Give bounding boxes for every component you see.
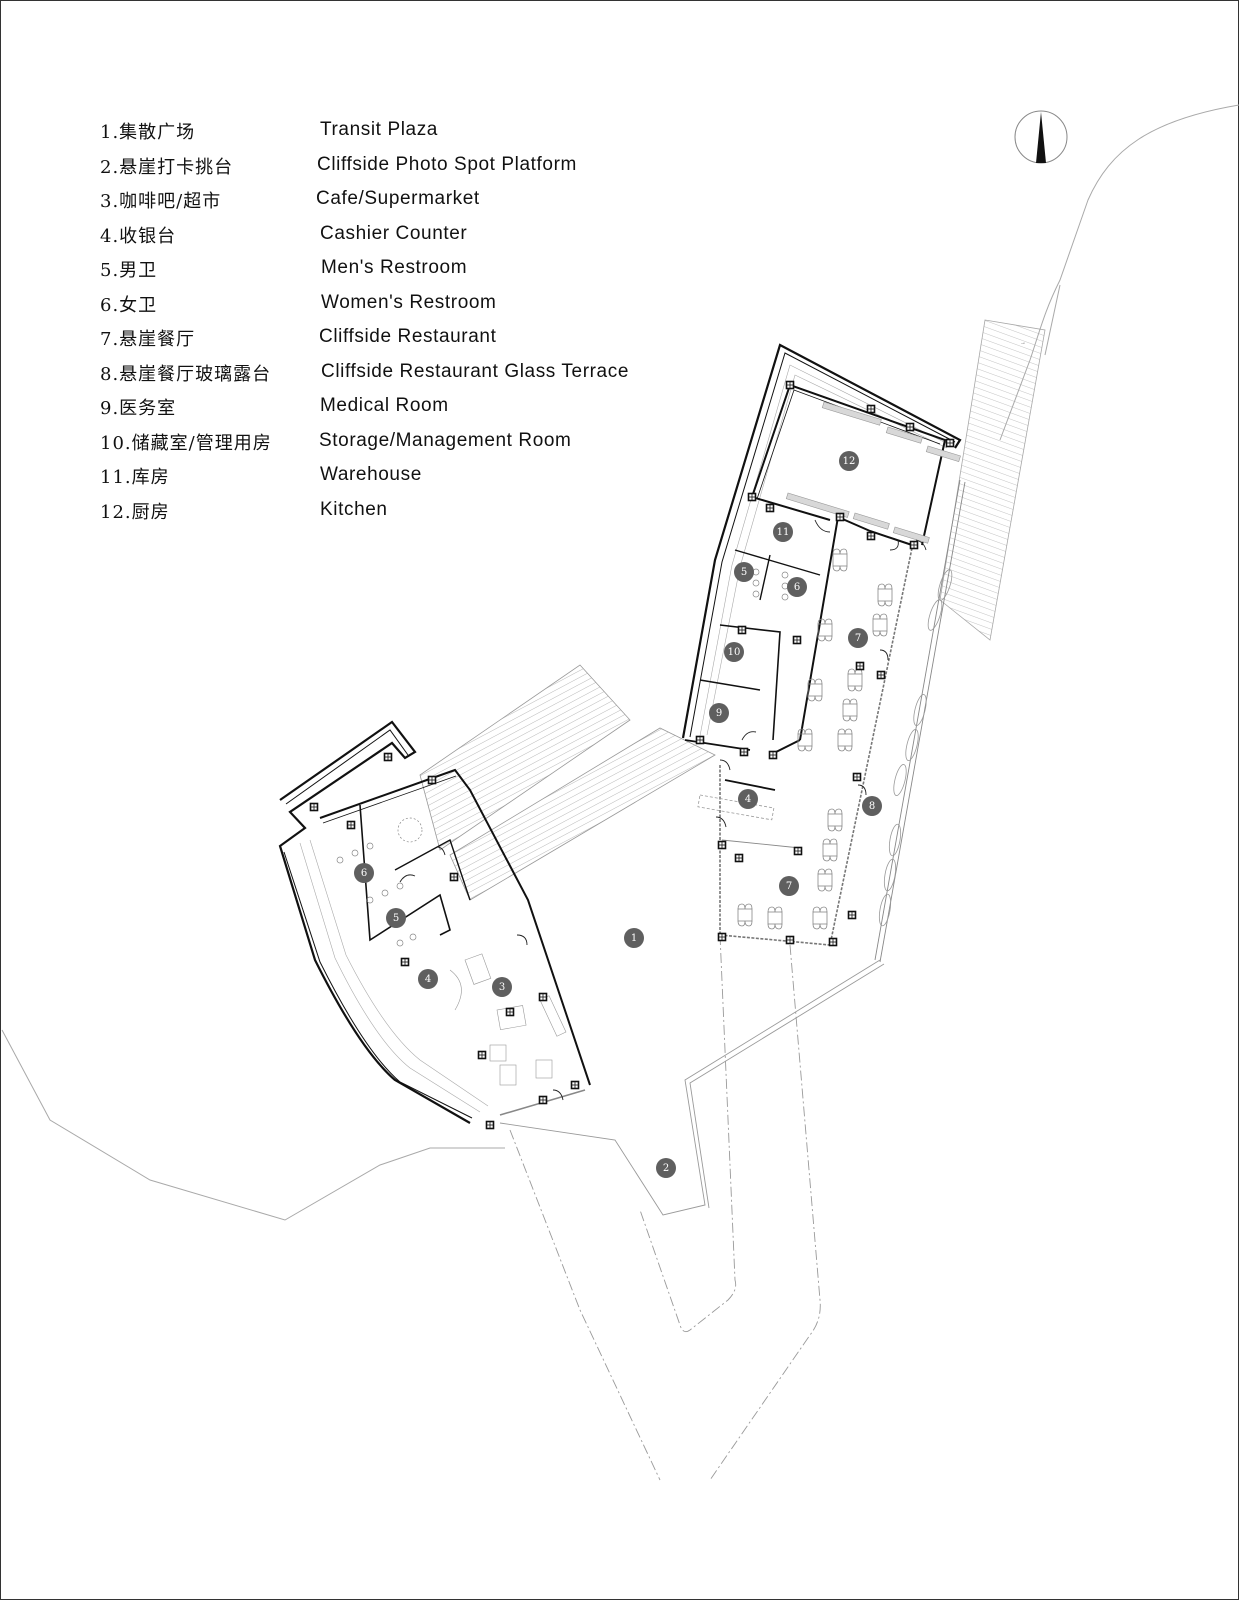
- north-arrow-icon: [1014, 110, 1068, 164]
- svg-text:2: 2: [663, 1163, 669, 1174]
- room-marker: 6: [787, 577, 807, 597]
- svg-text:11: 11: [777, 527, 790, 538]
- room-marker: 8: [862, 796, 882, 816]
- right-building-walls: [681, 343, 962, 791]
- terrace-outline: [721, 479, 966, 963]
- svg-text:12: 12: [843, 456, 856, 467]
- room-marker: 5: [386, 908, 406, 928]
- room-marker: 11: [773, 522, 793, 542]
- svg-text:4: 4: [425, 974, 431, 985]
- legend-label-en: Cliffside Photo Spot Platform: [317, 153, 577, 175]
- legend-label-cn: 7.悬崖餐厅: [100, 329, 196, 350]
- legend-label-cn: 9.医务室: [100, 398, 177, 419]
- svg-text:5: 5: [393, 913, 399, 924]
- doors: [399, 519, 927, 1101]
- legend-label-cn: 4.收银台: [100, 225, 177, 247]
- legend-label-en: Cafe/Supermarket: [316, 188, 480, 209]
- cafe-shelves: [449, 953, 567, 1086]
- svg-text:10: 10: [728, 647, 741, 658]
- legend-label-en: Cliffside Restaurant: [319, 326, 497, 347]
- legend-label-en: Storage/Management Room: [319, 429, 572, 451]
- restaurant-tables: [737, 548, 893, 930]
- legend-label-en: Cliffside Restaurant Glass Terrace: [321, 360, 629, 382]
- kitchen-counters: [785, 401, 961, 544]
- legend-label-en: Cashier Counter: [320, 222, 468, 244]
- legend-label-cn: 5.男卫: [100, 260, 158, 281]
- room-marker: 5: [734, 562, 754, 582]
- svg-text:6: 6: [794, 582, 800, 593]
- room-marker: 10: [724, 642, 744, 662]
- site-outline: [1, 104, 1239, 1221]
- legend-label-cn: 6.女卫: [100, 294, 158, 316]
- svg-text:5: 5: [741, 567, 747, 578]
- legend-label-en: Medical Room: [320, 395, 449, 416]
- terrace-benches: [697, 569, 953, 927]
- left-building-walls: [278, 720, 591, 1124]
- room-marker: 7: [848, 628, 868, 648]
- legend-label-en: Warehouse: [320, 464, 422, 485]
- svg-text:9: 9: [716, 708, 722, 719]
- legend-label-en: Women's Restroom: [321, 291, 497, 313]
- stairs: →: [419, 319, 1046, 901]
- svg-text:7: 7: [855, 633, 861, 644]
- svg-text:8: 8: [869, 801, 875, 812]
- svg-text:1: 1: [631, 933, 637, 944]
- legend-label-cn: 8.悬崖餐厅玻璃露台: [100, 363, 272, 385]
- svg-text:→: →: [1020, 340, 1026, 346]
- platform-edge: [499, 959, 885, 1216]
- room-marker: 4: [738, 789, 758, 809]
- svg-text:7: 7: [786, 881, 792, 892]
- legend-label-cn: 1.集散广场: [100, 122, 196, 143]
- legend-label-cn: 12.厨房: [100, 501, 170, 523]
- restaurant-glazing: [719, 547, 913, 946]
- photo-platform-outline: [509, 934, 821, 1481]
- room-marker: 2: [656, 1158, 676, 1178]
- legend-label-cn: 11.库房: [100, 467, 170, 488]
- room-marker: 4: [418, 969, 438, 989]
- svg-text:3: 3: [499, 982, 505, 993]
- room-marker: 9: [709, 703, 729, 723]
- room-marker: 6: [354, 863, 374, 883]
- svg-text:6: 6: [361, 868, 367, 879]
- restroom-fixtures: [336, 568, 789, 947]
- legend-label-cn: 10.储藏室/管理用房: [100, 432, 272, 454]
- legend-label-en: Men's Restroom: [321, 257, 468, 278]
- room-marker: 7: [779, 876, 799, 896]
- svg-text:4: 4: [745, 794, 751, 805]
- legend-label-cn: 3.咖啡吧/超市: [100, 191, 222, 212]
- legend-label-cn: 2.悬崖打卡挑台: [100, 156, 234, 178]
- legend-label-en: Transit Plaza: [320, 119, 438, 140]
- room-marker: 3: [492, 977, 512, 997]
- room-marker: 12: [839, 451, 859, 471]
- room-marker: 1: [624, 928, 644, 948]
- legend-label-en: Kitchen: [320, 498, 388, 520]
